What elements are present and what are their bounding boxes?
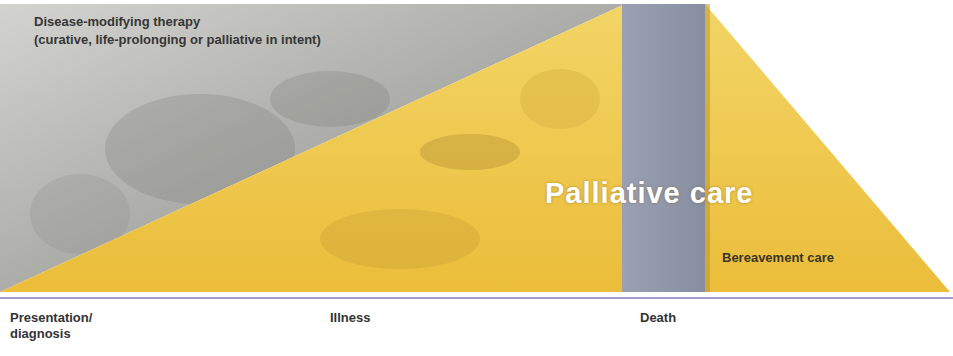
axis-line <box>0 297 953 299</box>
palliative-region: Palliative careBereavement care <box>0 4 953 292</box>
band-shadow <box>705 4 710 292</box>
palliative-shape <box>0 4 950 292</box>
palliative-region-outline <box>0 4 953 292</box>
photo-shading <box>320 69 600 269</box>
axis-label: Death <box>640 310 676 326</box>
axis-label: Presentation/ diagnosis <box>10 310 92 343</box>
region-title: Palliative care <box>545 176 753 211</box>
region-label: Bereavement care <box>722 250 834 266</box>
death-band <box>622 4 705 292</box>
region-heading: Disease-modifying therapy <box>34 14 200 30</box>
axis-label: Illness <box>330 310 370 326</box>
region-note: (curative, life-prolonging or palliative… <box>34 32 321 48</box>
